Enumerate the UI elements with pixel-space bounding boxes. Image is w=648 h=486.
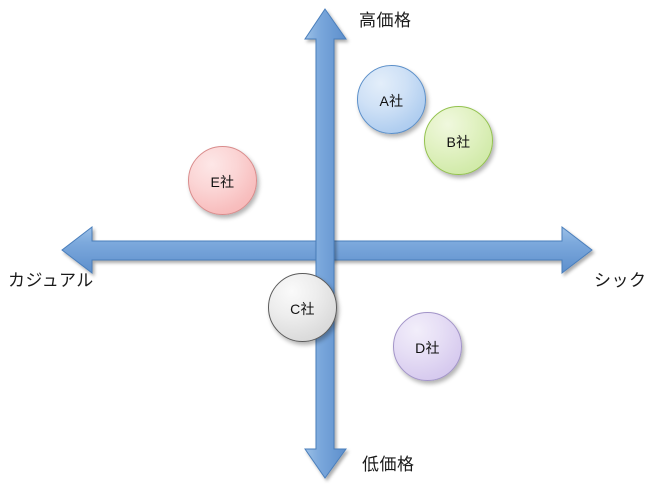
bubble-label-a: A社 <box>379 92 404 109</box>
bubble-label-d: D社 <box>415 339 440 356</box>
vertical-axis-arrow <box>304 8 347 479</box>
bubble-company-d[interactable]: D社 <box>393 312 462 381</box>
bubble-label-e: E社 <box>210 173 235 190</box>
axis-label-casual: カジュアル <box>8 271 94 290</box>
axis-label-low-price: 低価格 <box>362 455 415 474</box>
bubble-company-c[interactable]: C社 <box>268 273 337 342</box>
axis-label-high-price: 高価格 <box>359 11 412 30</box>
bubble-label-b: B社 <box>446 133 471 150</box>
bubble-label-c: C社 <box>290 300 315 317</box>
bubble-company-e[interactable]: E社 <box>188 146 257 215</box>
axis-label-chic: シック <box>594 271 647 290</box>
bubble-company-b[interactable]: B社 <box>424 106 493 175</box>
bubble-company-a[interactable]: A社 <box>357 65 426 134</box>
